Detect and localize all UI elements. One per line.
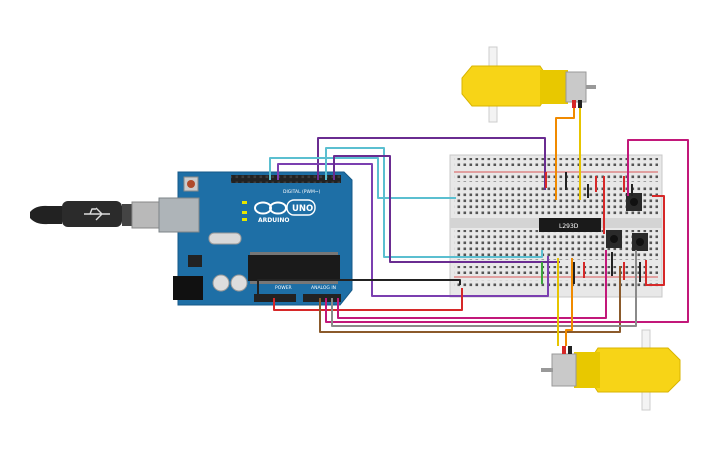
analog-header [303,294,341,302]
atmega-chip [248,255,340,281]
arduino-logo [254,199,316,216]
wire-brown [319,266,621,333]
push-button-1[interactable] [626,193,642,211]
usb-jack [158,197,200,233]
ic-label: L293D [559,223,579,230]
usb-cable [30,201,161,229]
wire-magenta-1 [325,139,689,323]
wire-red-5v [273,288,463,311]
push-button-3[interactable] [632,233,648,251]
wire-orange-bottom [565,258,573,346]
wire-purple-3 [333,155,560,263]
crystal [208,232,242,245]
l293d-chip: L293D [539,218,601,232]
digital-label: DIGITAL (PWM~) [283,189,321,195]
wire-orange-top [555,108,575,200]
wire-gray [331,250,637,327]
power-jack [173,276,203,300]
wire-cyan-1 [269,157,456,199]
arduino-logo-text: ARDUINO [258,217,289,224]
analog-label: ANALOG IN [311,285,336,291]
usb-icon [84,207,110,221]
jumper-red-5 [645,195,665,286]
wire-black-gnd [257,279,461,296]
dc-motor-top [461,46,596,123]
dc-motor-bottom [541,329,681,411]
wires [257,108,689,346]
power-label: POWER [275,285,292,291]
capacitor [212,274,230,292]
wire-magenta-2 [337,250,607,319]
wire-cyan-2 [325,147,543,258]
wire-violet-2 [277,163,549,297]
arduino-board: ARDUINO UNO DIGITAL (PWM~) ANALOG IN POW… [158,171,353,306]
uno-label: UNO [292,204,313,214]
push-button-2[interactable] [606,230,622,248]
